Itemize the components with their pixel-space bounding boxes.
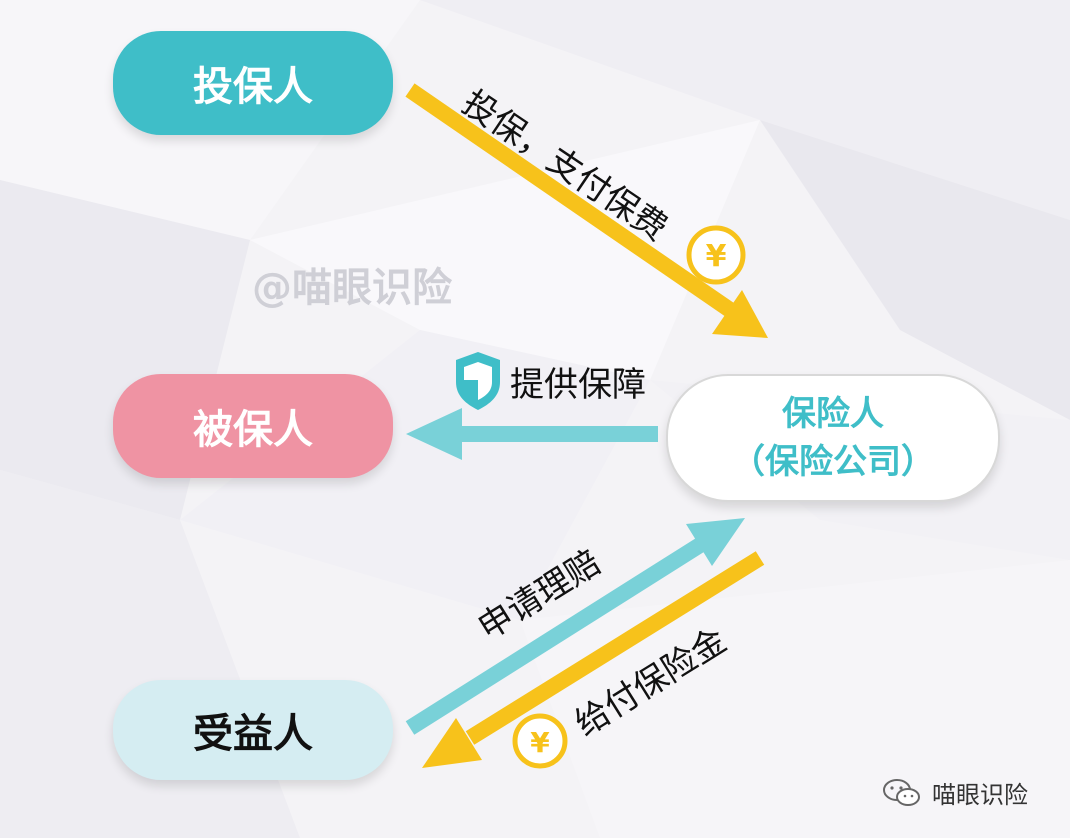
shield-icon — [456, 352, 500, 410]
node-insurer-label-line1: 保险人 — [782, 394, 884, 434]
node-policyholder: 投保人 — [113, 31, 393, 135]
arrow-pay-benefit-head — [422, 718, 482, 768]
arrow-pay-benefit — [465, 551, 765, 745]
node-insurer: 保险人 （保险公司） — [666, 374, 1000, 502]
node-beneficiary: 受益人 — [113, 680, 393, 780]
svg-text:¥: ¥ — [706, 239, 727, 274]
wechat-account-name: 喵眼识险 — [932, 781, 1028, 809]
wechat-icon — [883, 778, 920, 806]
watermark: @喵眼识险 — [252, 265, 452, 311]
label-provide-protection: 提供保障 — [510, 365, 646, 405]
node-beneficiary-label: 受益人 — [193, 711, 313, 757]
node-insurer-label-line2: （保险公司） — [731, 442, 935, 482]
node-policyholder-label: 投保人 — [193, 64, 313, 110]
yuan-coin-icon: ¥ — [686, 225, 746, 285]
wechat-signature: 喵眼识险 — [882, 775, 1028, 810]
node-insured-label: 被保人 — [193, 407, 313, 453]
arrow-apply-claim — [405, 538, 705, 735]
arrow-provide-protection-head — [406, 408, 462, 460]
node-insured: 被保人 — [113, 374, 393, 478]
arrow-apply-claim-head — [686, 518, 745, 566]
yuan-coin-icon: ¥ — [512, 713, 568, 769]
arrow-pay-premium-head — [712, 290, 768, 338]
svg-text:¥: ¥ — [530, 726, 550, 759]
arrow-pay-premium — [405, 83, 735, 317]
